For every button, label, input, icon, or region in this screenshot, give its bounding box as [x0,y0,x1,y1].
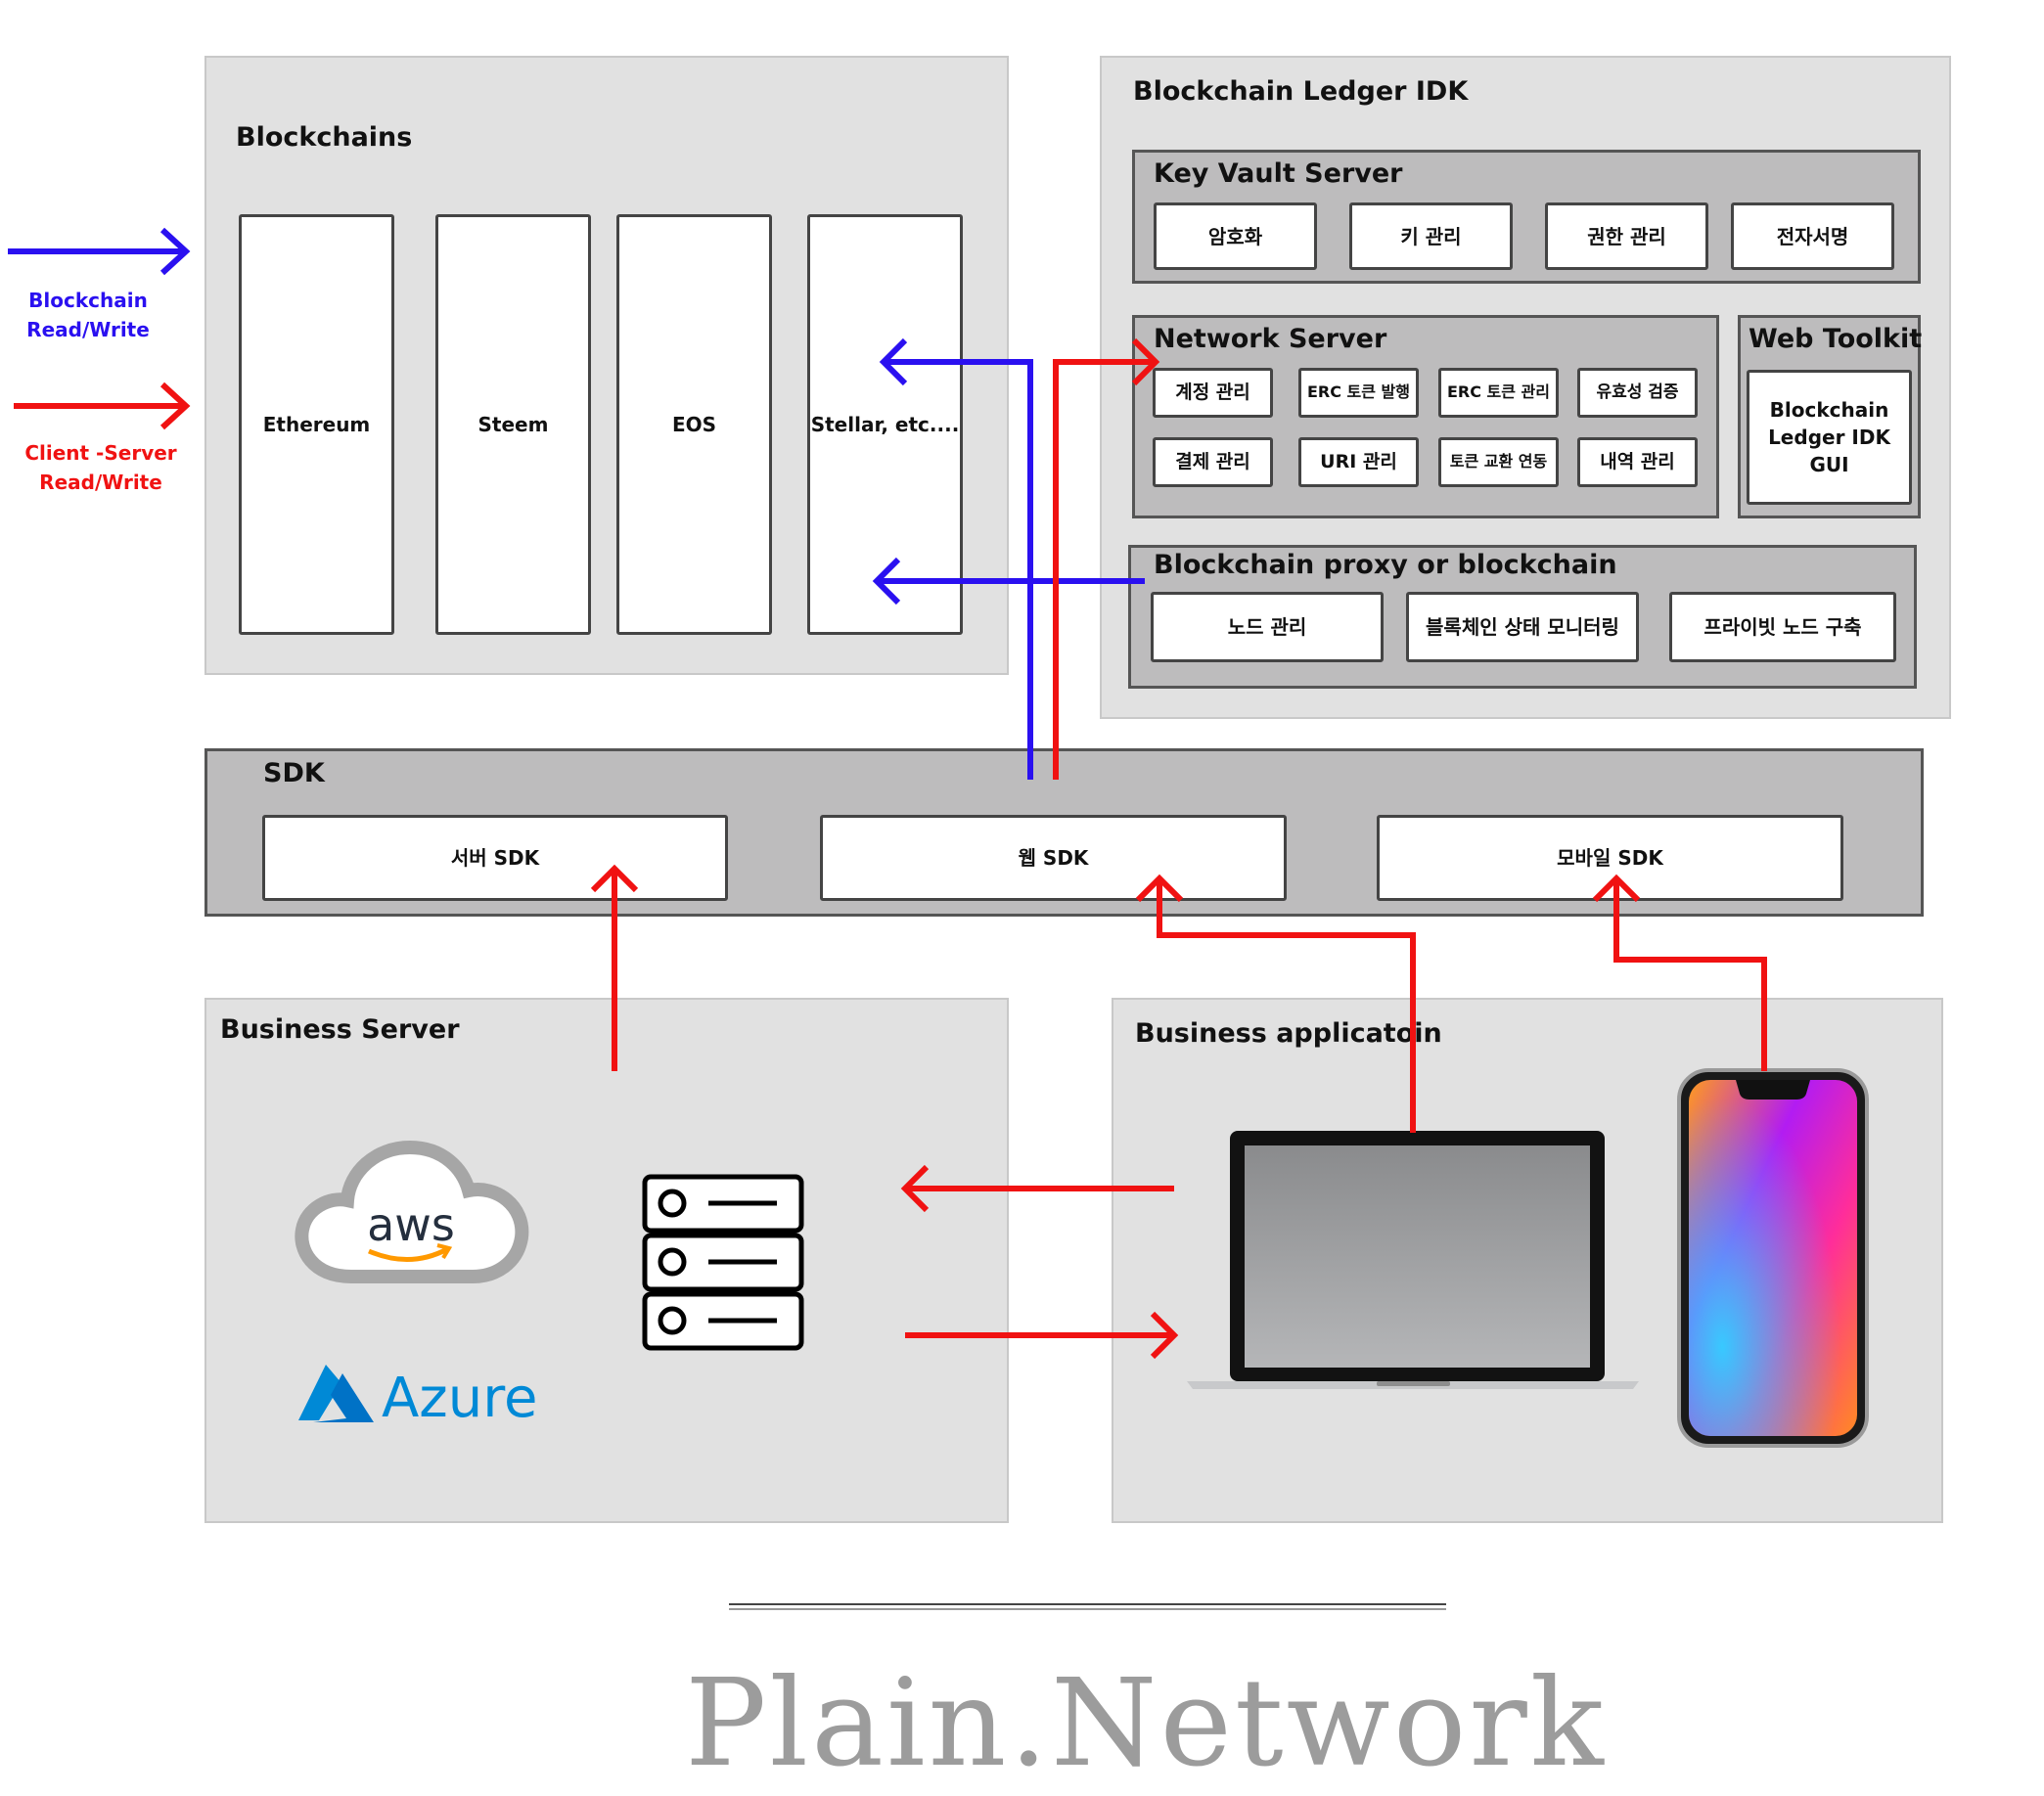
network-server-title: Network Server [1154,324,1387,354]
red-arrow-app-to-server [900,1164,1174,1213]
business-server-title: Business Server [220,1014,460,1045]
brand-wordmark: Plain.Network [685,1653,1607,1794]
kv-digital-signature: 전자서명 [1731,202,1894,270]
blockchains-title: Blockchains [236,122,413,153]
ns-validation: 유효성 검증 [1577,368,1698,418]
ns-erc-manage: ERC 토큰 관리 [1438,368,1559,418]
ns-payment: 결제 관리 [1153,437,1273,487]
chain-eos: EOS [616,214,772,635]
ns-token-exchange: 토큰 교환 연동 [1438,437,1559,487]
ns-account: 계정 관리 [1153,368,1273,418]
blue-arrow-sdk-to-blockchains-upper [879,337,1033,780]
aws-text: aws [367,1198,455,1251]
smartphone-icon [1677,1068,1869,1448]
idk-title: Blockchain Ledger IDK [1133,76,1469,107]
red-arrow-server-to-server-sdk [590,864,639,1071]
chain-stellar-etc: Stellar, etc.... [807,214,963,635]
ns-history: 내역 관리 [1577,437,1698,487]
server-rack-icon [642,1174,804,1351]
red-arrow-server-to-app [905,1311,1179,1360]
proxy-node-management: 노드 관리 [1151,592,1384,662]
red-arrow-phone-to-mobile-sdk [1592,874,1767,1071]
web-toolkit-title: Web Toolkit [1749,324,1923,354]
brand-divider [729,1603,1446,1610]
ns-uri: URI 관리 [1298,437,1419,487]
business-app-title: Business applicatoin [1135,1018,1442,1049]
web-toolkit-gui: Blockchain Ledger IDK GUI [1747,370,1912,505]
key-vault-title: Key Vault Server [1154,158,1403,189]
blue-arrow-proxy-to-blockchains [872,557,1145,606]
kv-encryption: 암호화 [1154,202,1317,270]
sdk-server: 서버 SDK [262,815,728,901]
legend-red-arrow [14,382,191,430]
ns-erc-issue: ERC 토큰 발행 [1298,368,1419,418]
blockchain-proxy-title: Blockchain proxy or blockchain [1154,550,1617,580]
azure-logo: Azure [298,1365,537,1428]
legend-blockchain-rw: Blockchain Read/Write [26,289,150,341]
sdk-web: 웹 SDK [820,815,1287,901]
kv-permission-management: 권한 관리 [1545,202,1708,270]
kv-key-management: 키 관리 [1349,202,1513,270]
sdk-mobile: 모바일 SDK [1377,815,1843,901]
chain-ethereum: Ethereum [239,214,394,635]
laptop-icon [1187,1131,1639,1389]
legend-blue-arrow [8,227,191,276]
proxy-private-node: 프라이빗 노드 구축 [1669,592,1896,662]
red-arrow-laptop-to-web-sdk [1135,874,1416,1133]
chain-steem: Steem [435,214,591,635]
sdk-title: SDK [263,758,325,788]
red-arrow-sdk-to-network [1053,337,1160,780]
proxy-chain-monitoring: 블록체인 상태 모니터링 [1406,592,1639,662]
legend-client-server-rw: Client -Server Read/Write [24,441,177,494]
azure-text: Azure [382,1367,537,1428]
aws-logo: aws [295,1140,529,1283]
